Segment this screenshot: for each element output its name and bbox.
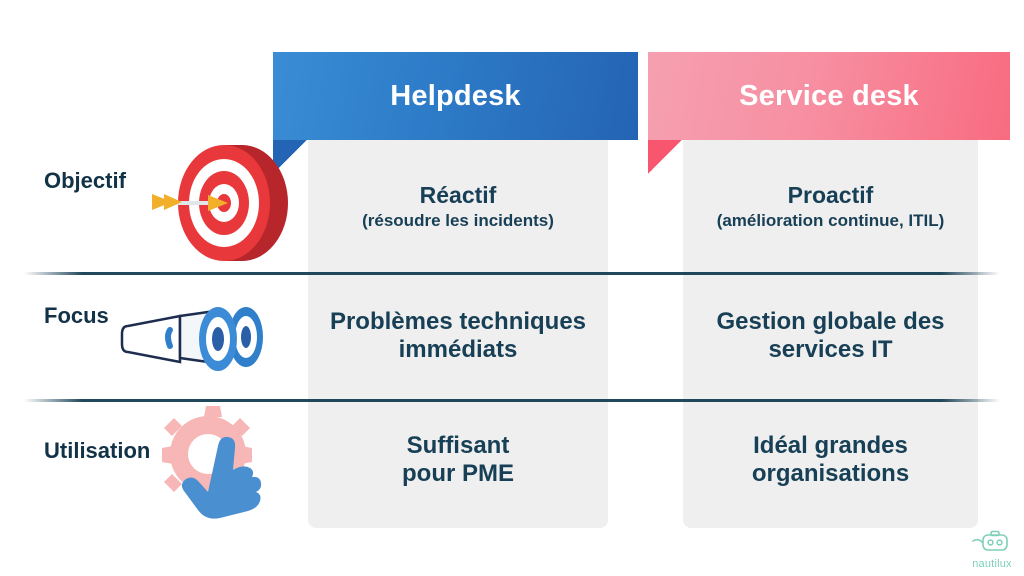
row-label-utilisation: Utilisation [44,438,151,463]
cell-main-text: Proactif [787,182,874,208]
cell-sub-text: (résoudre les incidents) [362,211,554,231]
cell-sub-text: (amélioration continue, ITIL) [716,211,945,231]
brand-logo: nautilux [962,530,1022,570]
column-header-helpdesk: Helpdesk [273,52,638,140]
brand-name: nautilux [972,558,1012,570]
target-arrow-icon [150,140,300,270]
column-panel-service-desk [683,140,978,528]
cell-service-desk-objectif: Proactif (amélioration continue, ITIL) [683,182,978,231]
row-divider [24,399,1000,402]
nautilux-robot-icon [972,530,1008,551]
binoculars-icon [118,292,293,387]
row-divider [24,272,1000,275]
column-panel-helpdesk [308,140,608,528]
row-label-objectif: Objectif [44,168,126,193]
row-label-focus: Focus [44,303,109,328]
column-header-helpdesk-label: Helpdesk [390,79,521,112]
ribbon-fold-service-desk [648,140,682,174]
cell-main-text: Réactif [419,182,497,208]
column-header-service-desk: Service desk [648,52,1010,140]
gear-hand-click-icon [158,402,278,525]
cell-helpdesk-objectif: Réactif (résoudre les incidents) [308,182,608,231]
column-header-service-desk-label: Service desk [739,79,919,112]
